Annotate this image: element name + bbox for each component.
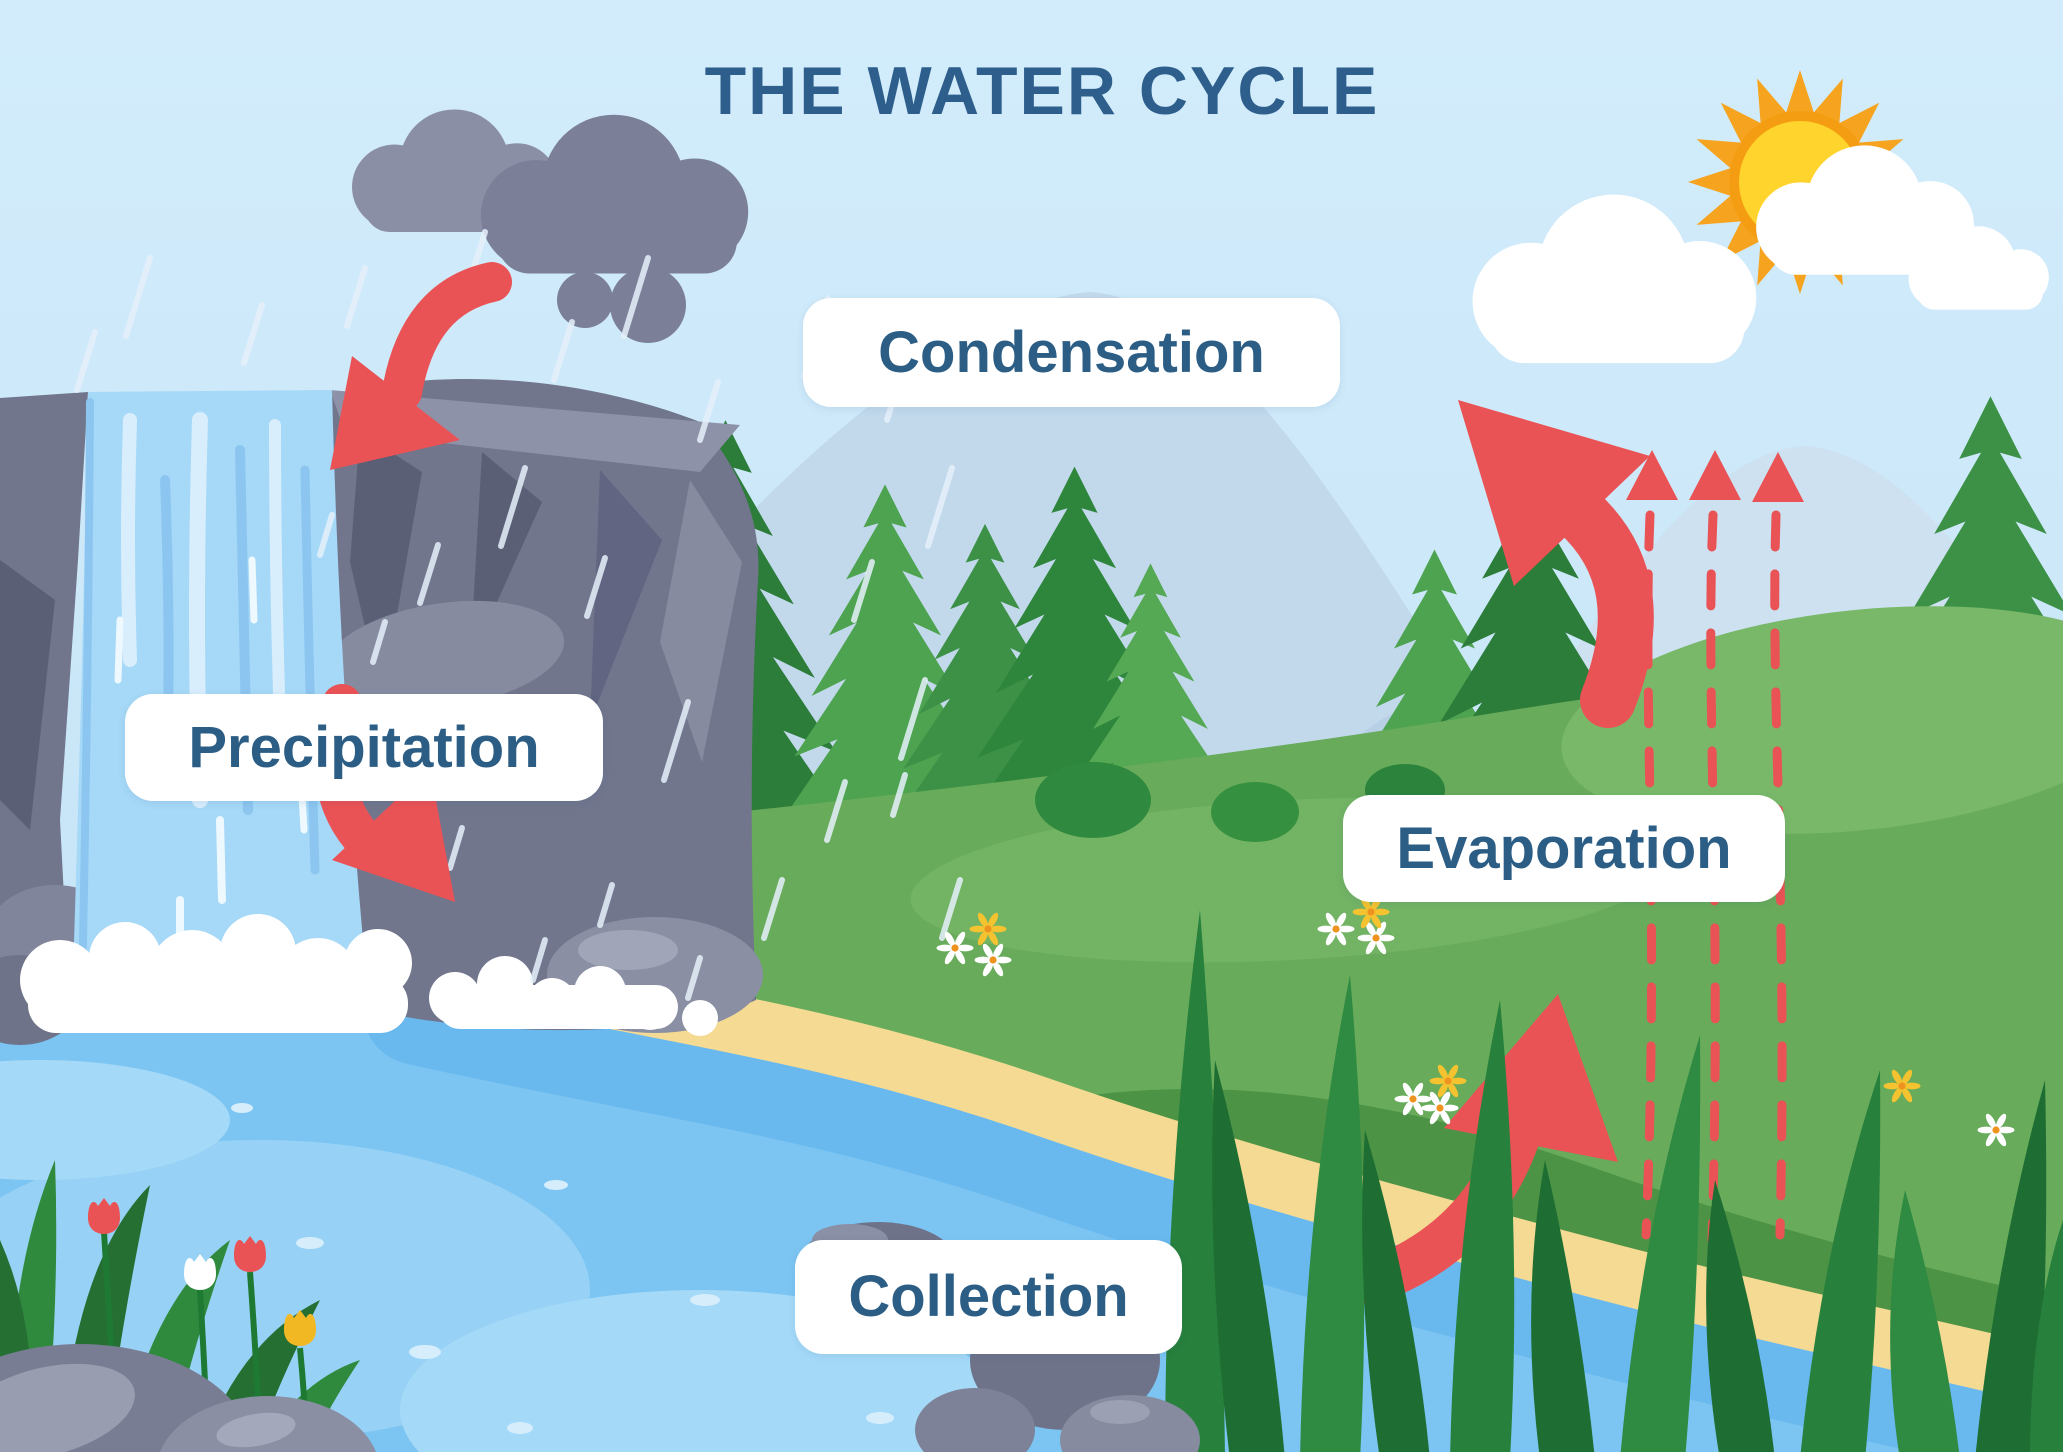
label-collection-text: Collection	[848, 1264, 1129, 1329]
foreground-grass-right	[1165, 910, 2063, 1452]
label-condensation: Condensation	[803, 298, 1340, 407]
arrow-evaporation-to-condensation	[1458, 400, 1654, 728]
waterfall-foam	[20, 914, 718, 1036]
arrow-condensation-to-precipitation	[330, 262, 512, 470]
rain	[74, 229, 963, 1001]
label-evaporation: Evaporation	[1343, 795, 1785, 902]
label-precipitation: Precipitation	[125, 694, 603, 801]
label-collection: Collection	[795, 1240, 1182, 1354]
label-precipitation-text: Precipitation	[188, 714, 540, 780]
label-condensation-text: Condensation	[878, 319, 1265, 385]
diagram-title: THE WATER CYCLE	[704, 53, 1380, 129]
label-evaporation-text: Evaporation	[1396, 815, 1732, 881]
rocks-left	[0, 1344, 377, 1452]
